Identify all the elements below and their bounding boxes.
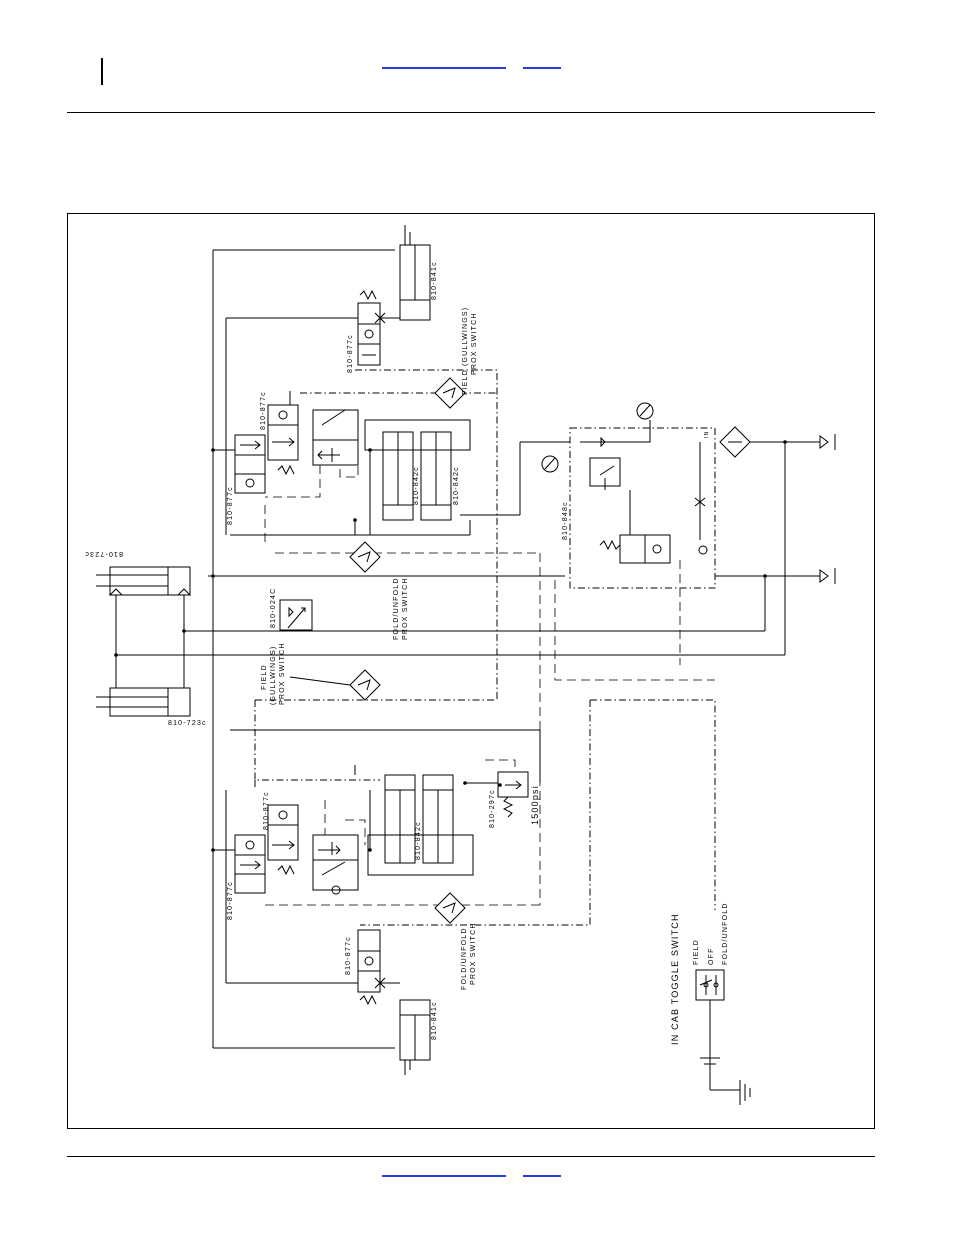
label-prox-fold-top-2: PROX SWITCH	[402, 577, 409, 640]
wing-cylinders	[96, 566, 192, 717]
label-toggle-fold: FOLD/UNFOLD	[722, 902, 729, 965]
label-toggle-field: FIELD	[693, 939, 700, 965]
label-cyl-bottom: 810-841c	[431, 1001, 438, 1040]
label-wing-cyl-top: 810-723c	[84, 550, 123, 557]
label-valve-bot-c: 810-877c	[227, 881, 234, 920]
label-relief: 810-297c	[489, 789, 496, 828]
label-in: IN	[704, 431, 710, 438]
label-prox-field-mid-1: FIELD	[261, 664, 268, 690]
label-prox-fold-bot-2: PROX SWITCH	[470, 922, 477, 985]
footer-link-1[interactable]	[382, 1175, 506, 1177]
label-mid-cyl-a-top: 810-842c	[413, 466, 420, 505]
label-prox-field-mid-2: (GULLWINGS)	[270, 646, 277, 705]
manifold-block	[541, 402, 716, 589]
label-flow-control: 810-024C	[270, 588, 277, 628]
filter-and-couplers	[719, 426, 836, 584]
label-prox-fold-top-1: FOLD/UNFOLD	[393, 577, 400, 640]
label-valve-top-b: 810-877c	[260, 391, 267, 430]
label-valve-top-a: 810-877c	[347, 334, 354, 373]
relief-valve	[465, 771, 529, 818]
label-prox-gullwings-top: FIELD (GULLWINGS)	[462, 307, 469, 395]
cylinder-bottom	[399, 999, 431, 1075]
diagram-labels: 810-841c 810-877c 810-877c 810-877c FIEL…	[84, 261, 729, 1045]
prox-switches	[289, 377, 466, 924]
header-margin-bar	[101, 58, 103, 85]
label-valve-top-c: 810-877c	[227, 486, 234, 525]
toggle-switch	[695, 969, 725, 1001]
header-link-1[interactable]	[382, 67, 506, 69]
header-rule	[67, 112, 875, 113]
label-prox-switch-top: PROX SWITCH	[471, 312, 478, 375]
cylinders-mid-top	[364, 419, 471, 521]
junction-dots	[114, 440, 787, 852]
label-toggle-title: IN CAB TOGGLE SWITCH	[670, 913, 680, 1045]
label-wing-cyl-bot: 810-723c	[168, 720, 207, 727]
label-mid-cyl-b-top: 810-842c	[453, 466, 460, 505]
label-valve-bot-a: 810-877c	[345, 936, 352, 975]
footer-link-2[interactable]	[523, 1175, 561, 1177]
electrical-lines	[254, 369, 716, 926]
footer-rule	[67, 1156, 875, 1157]
valve-bottom-stack	[234, 804, 400, 1006]
label-manifold: 810-848c	[562, 501, 569, 540]
label-mid-cyl-bot: 810-842c	[415, 821, 422, 860]
label-prox-field-mid-3: PROX SWITCH	[279, 642, 286, 705]
label-pressure: 1500psi	[530, 785, 540, 825]
flow-control	[279, 599, 313, 631]
header-link-2[interactable]	[523, 67, 561, 69]
label-valve-bot-b: 810-877c	[263, 791, 270, 830]
label-prox-fold-bot-1: FOLD/UNFOLD	[461, 927, 468, 990]
cylinders-mid-bottom	[367, 774, 474, 876]
valve-top-stack	[234, 289, 400, 494]
label-cyl-top: 810-841c	[431, 261, 438, 300]
label-toggle-off: OFF	[708, 947, 715, 965]
schematic-frame	[67, 213, 875, 1129]
cylinder-top	[399, 225, 431, 321]
